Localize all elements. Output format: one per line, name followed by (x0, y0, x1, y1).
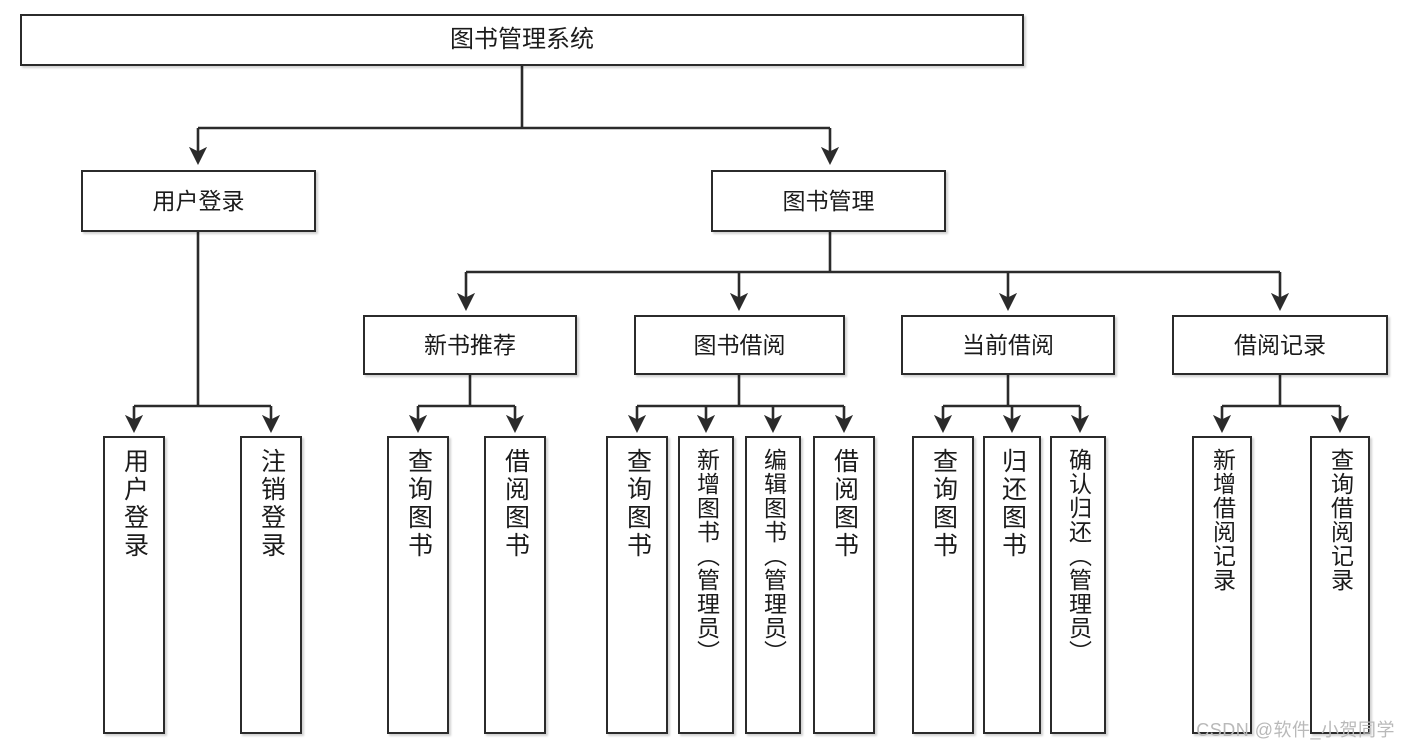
leaf-query-books-newbook[interactable]: 查询图书 (387, 436, 449, 734)
node-label: 借阅图书 (501, 448, 530, 560)
node-root-book-management-system[interactable]: 图书管理系统 (20, 14, 1024, 66)
node-book-management[interactable]: 图书管理 (711, 170, 946, 232)
node-new-book-recommendation[interactable]: 新书推荐 (363, 315, 577, 375)
node-label: 借阅图书 (830, 448, 859, 560)
node-book-borrowing[interactable]: 图书借阅 (634, 315, 845, 375)
node-label: 查询图书 (623, 448, 652, 560)
node-label: 注销登录 (257, 448, 286, 560)
leaf-add-book-admin[interactable]: 新增图书（管理员） (678, 436, 734, 734)
node-user-login[interactable]: 用户登录 (81, 170, 316, 232)
leaf-return-books[interactable]: 归还图书 (983, 436, 1041, 734)
leaf-query-books-borrow[interactable]: 查询图书 (606, 436, 668, 734)
node-label: 新增图书（管理员） (693, 448, 720, 664)
node-label: 用户登录 (152, 187, 245, 214)
leaf-borrow-books[interactable]: 借阅图书 (813, 436, 875, 734)
leaf-borrow-books-newbook[interactable]: 借阅图书 (484, 436, 546, 734)
node-label: 查询图书 (404, 448, 433, 560)
leaf-confirm-return-admin[interactable]: 确认归还（管理员） (1050, 436, 1106, 734)
leaf-query-books-current[interactable]: 查询图书 (912, 436, 974, 734)
node-label: 查询借阅记录 (1327, 448, 1354, 592)
node-label: 编辑图书（管理员） (760, 448, 787, 664)
node-current-borrowing[interactable]: 当前借阅 (901, 315, 1115, 375)
node-label: 图书管理系统 (450, 26, 594, 54)
leaf-query-borrow-record[interactable]: 查询借阅记录 (1310, 436, 1370, 734)
node-label: 新增借阅记录 (1209, 448, 1236, 592)
node-label: 查询图书 (929, 448, 958, 560)
leaf-edit-book-admin[interactable]: 编辑图书（管理员） (745, 436, 801, 734)
node-label: 确认归还（管理员） (1065, 448, 1092, 664)
node-label: 用户登录 (120, 448, 149, 560)
node-label: 图书管理 (782, 187, 875, 214)
node-label: 借阅记录 (1234, 331, 1326, 358)
leaf-user-login[interactable]: 用户登录 (103, 436, 165, 734)
watermark: CSDN @软件_小贺同学 (1196, 720, 1395, 740)
node-label: 图书借阅 (693, 331, 786, 358)
node-label: 新书推荐 (424, 331, 516, 358)
node-label: 归还图书 (998, 448, 1027, 560)
node-borrowing-records[interactable]: 借阅记录 (1172, 315, 1388, 375)
leaf-logout[interactable]: 注销登录 (240, 436, 302, 734)
leaf-add-borrow-record[interactable]: 新增借阅记录 (1192, 436, 1252, 734)
node-label: 当前借阅 (962, 331, 1054, 358)
